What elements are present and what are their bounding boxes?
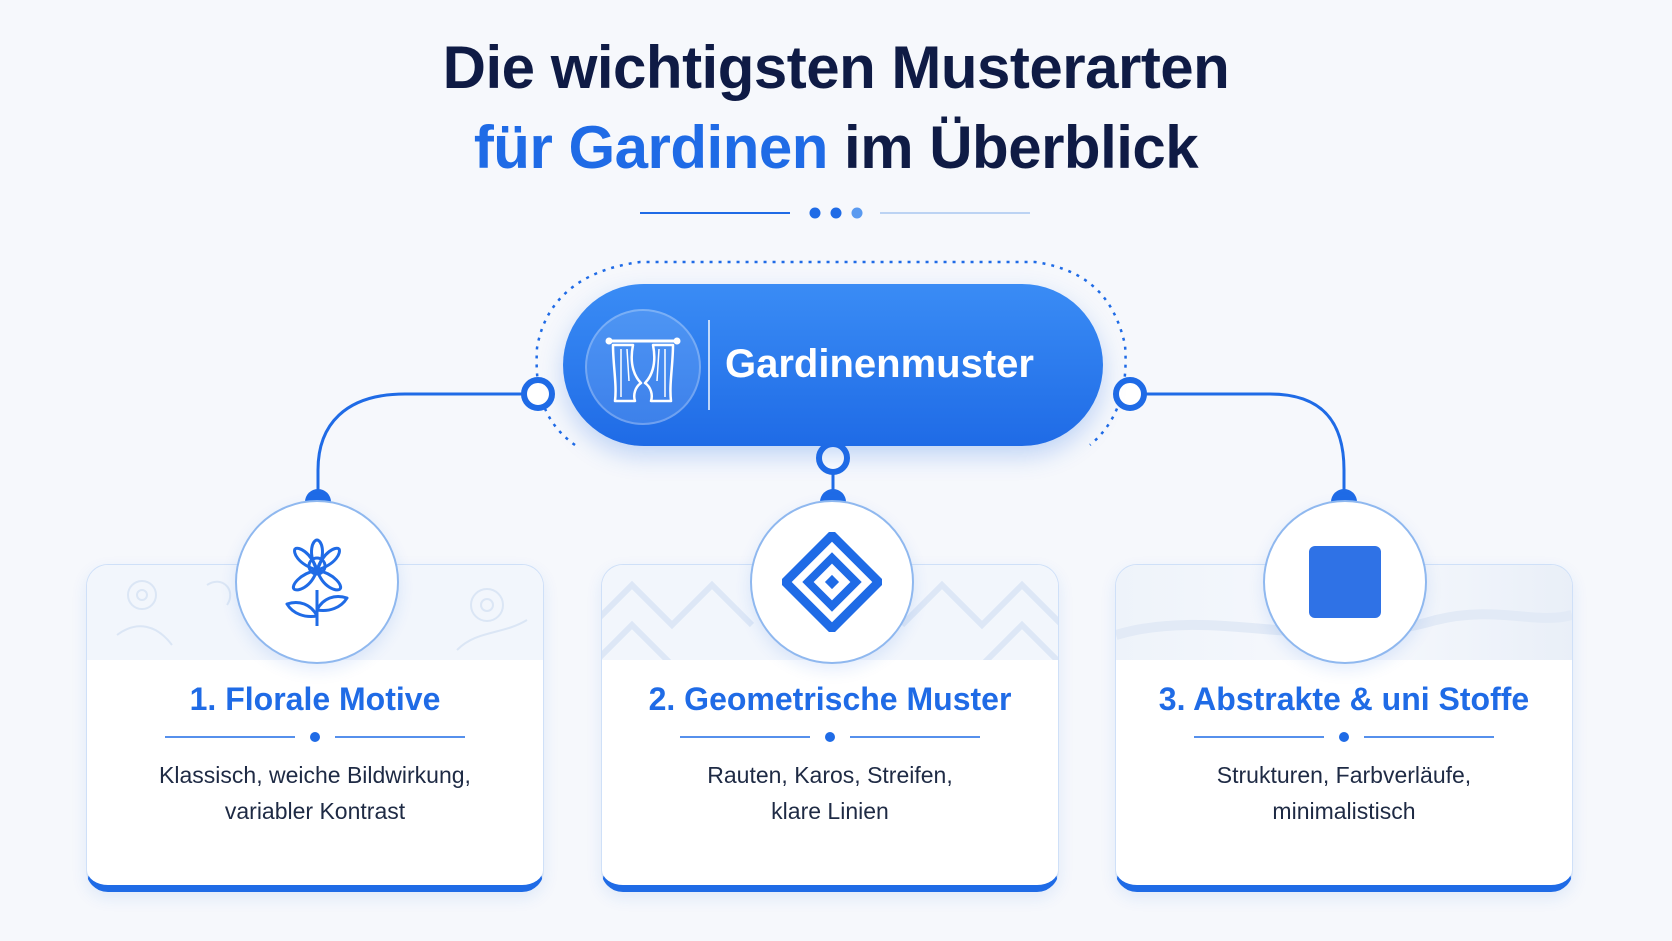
title-divider: [640, 207, 1030, 219]
card-divider: [1194, 732, 1494, 742]
title-rest: im Überblick: [827, 114, 1199, 181]
card-title: 1. Florale Motive: [189, 681, 441, 717]
card-title: 3. Abstrakte & uni Stoffe: [1158, 681, 1530, 717]
card-divider: [165, 732, 465, 742]
flower-icon: [285, 538, 349, 626]
center-label: Gardinenmuster: [725, 342, 1034, 386]
title-highlight: für Gardinen: [473, 114, 829, 181]
page-title-line-2: für Gardinen im Überblick: [0, 108, 1672, 188]
card-description: Klassisch, weiche Bildwirkung, variabler…: [159, 762, 471, 824]
diamond-badge: [750, 500, 914, 664]
diamond-pattern-icon: [782, 532, 882, 632]
card-title: 2. Geometrische Muster: [648, 681, 1012, 717]
central-node: Gardinenmuster: [563, 284, 1103, 446]
card-description: Rauten, Karos, Streifen, klare Linien: [707, 762, 953, 824]
center-separator: [708, 320, 710, 410]
card-description: Strukturen, Farbverläufe, minimalistisch: [1216, 762, 1472, 824]
card-divider: [680, 732, 980, 742]
square-badge: [1263, 500, 1427, 664]
page-title-line-1: Die wichtigsten Musterarten: [442, 34, 1230, 101]
flower-badge: [235, 500, 399, 664]
curtain-icon: [585, 309, 701, 425]
square-icon: [1309, 546, 1381, 618]
